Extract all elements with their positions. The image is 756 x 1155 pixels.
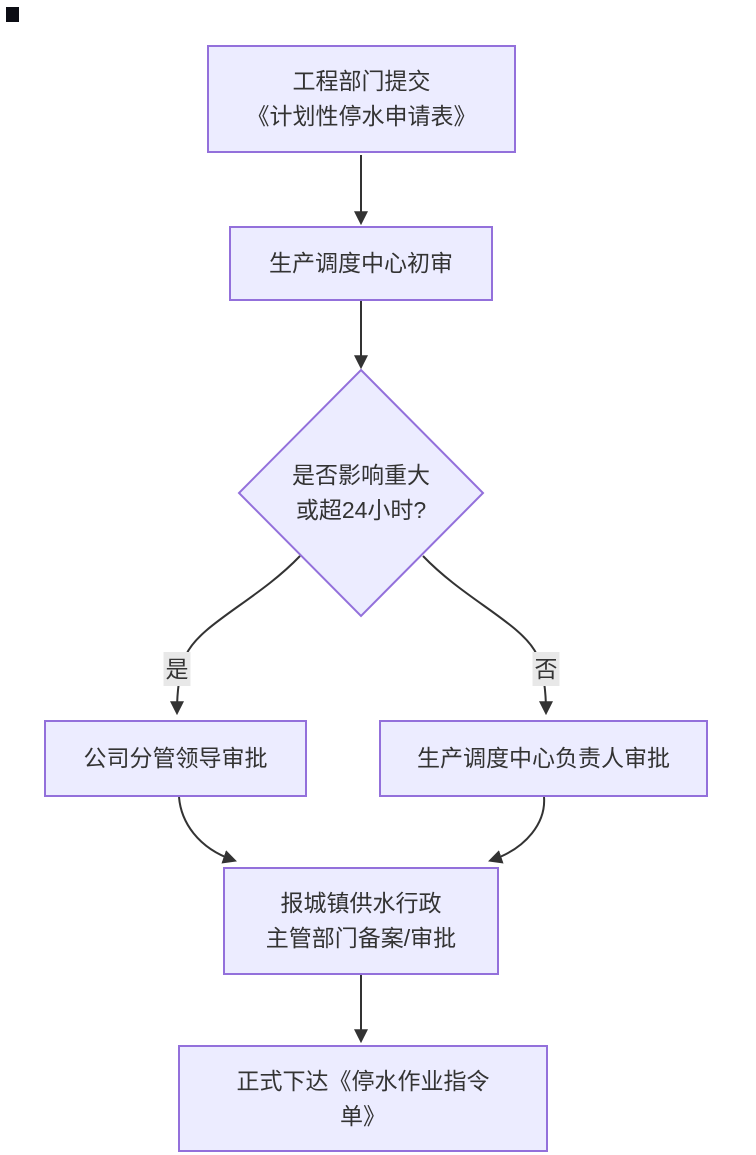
node-text-line: 生产调度中心负责人审批 <box>417 745 670 771</box>
edge-label-no: 否 <box>532 652 560 686</box>
node-issue-shutdown-order: 正式下达《停水作业指令 单》 <box>178 1045 548 1152</box>
node-text-line: 《计划性停水申请表》 <box>246 103 477 129</box>
node-text-line: 工程部门提交 <box>292 68 431 94</box>
edge-label-yes: 是 <box>163 652 191 686</box>
node-submit-application: 工程部门提交 《计划性停水申请表》 <box>207 45 516 153</box>
node-text-line: 公司分管领导审批 <box>83 745 268 771</box>
node-text-line: 正式下达《停水作业指令 <box>236 1067 490 1094</box>
node-company-leader-approval: 公司分管领导审批 <box>44 720 307 797</box>
dark-corner-mark <box>6 7 19 22</box>
decision-diamond-shape <box>237 368 485 618</box>
node-government-filing-approval: 报城镇供水行政 主管部门备案/审批 <box>223 867 499 975</box>
node-text-line: 生产调度中心初审 <box>269 250 453 276</box>
node-text-line: 是否影响重大 <box>292 462 430 488</box>
edge-decision-yes-to-leader <box>170 555 301 716</box>
edge-leader-to-filing <box>178 796 237 864</box>
node-text-line: 报城镇供水行政 <box>280 890 442 916</box>
edge-decision-no-to-head <box>422 555 553 716</box>
node-dispatch-head-approval: 生产调度中心负责人审批 <box>379 720 708 797</box>
node-text-line: 单》 <box>340 1102 386 1129</box>
node-dispatch-initial-review: 生产调度中心初审 <box>229 226 493 301</box>
node-text-line: 主管部门备案/审批 <box>265 925 457 951</box>
edge-head-to-filing <box>488 796 546 864</box>
decision-impact-or-24h-text: 是否影响重大 或超24小时? <box>251 458 471 528</box>
node-text-line: 或超24小时? <box>295 497 427 523</box>
